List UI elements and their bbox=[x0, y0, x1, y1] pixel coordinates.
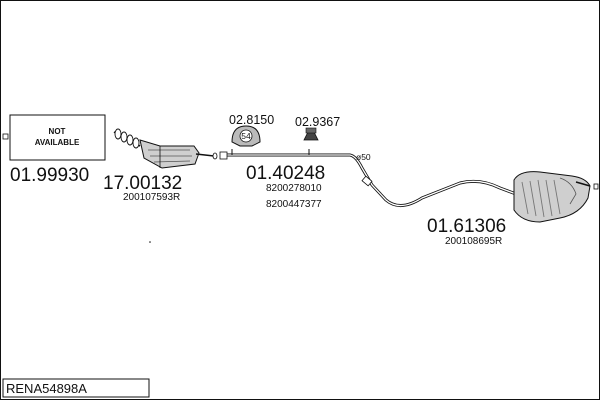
reference-code: RENA54898A bbox=[6, 381, 87, 396]
hanger-badge: 54 bbox=[241, 131, 251, 141]
accessory-number-2: 02.9367 bbox=[295, 115, 340, 129]
not-available-box: NOT AVAILABLE bbox=[2, 114, 106, 161]
reference-code-box: RENA54898A bbox=[2, 378, 150, 398]
accessory-number-1: 02.8150 bbox=[229, 113, 274, 127]
clamp-drawing bbox=[303, 127, 319, 141]
part-2-subref: 200107593R bbox=[123, 192, 180, 203]
not-available-line2: AVAILABLE bbox=[35, 138, 80, 147]
rear-silencer-drawing bbox=[513, 171, 599, 223]
front-pipe-drawing bbox=[113, 128, 141, 149]
pipe-diameter-label: ø50 bbox=[356, 152, 371, 162]
not-available-line1: NOT bbox=[49, 127, 66, 136]
part-3-subref-2: 8200447377 bbox=[266, 199, 322, 210]
rubber-hanger-drawing: 54 bbox=[231, 125, 261, 147]
part-number-3: 01.40248 bbox=[246, 163, 325, 184]
part-3-subref-1: 8200278010 bbox=[266, 183, 322, 194]
marker-dot bbox=[149, 241, 151, 243]
part-number-4: 01.61306 bbox=[427, 216, 506, 237]
part-4-subref: 200108695R bbox=[445, 236, 502, 247]
middle-pipe-drawing bbox=[219, 149, 517, 207]
catalytic-converter-drawing bbox=[139, 139, 218, 169]
part-number-1: 01.99930 bbox=[10, 165, 89, 186]
part-number-2: 17.00132 bbox=[103, 173, 182, 194]
